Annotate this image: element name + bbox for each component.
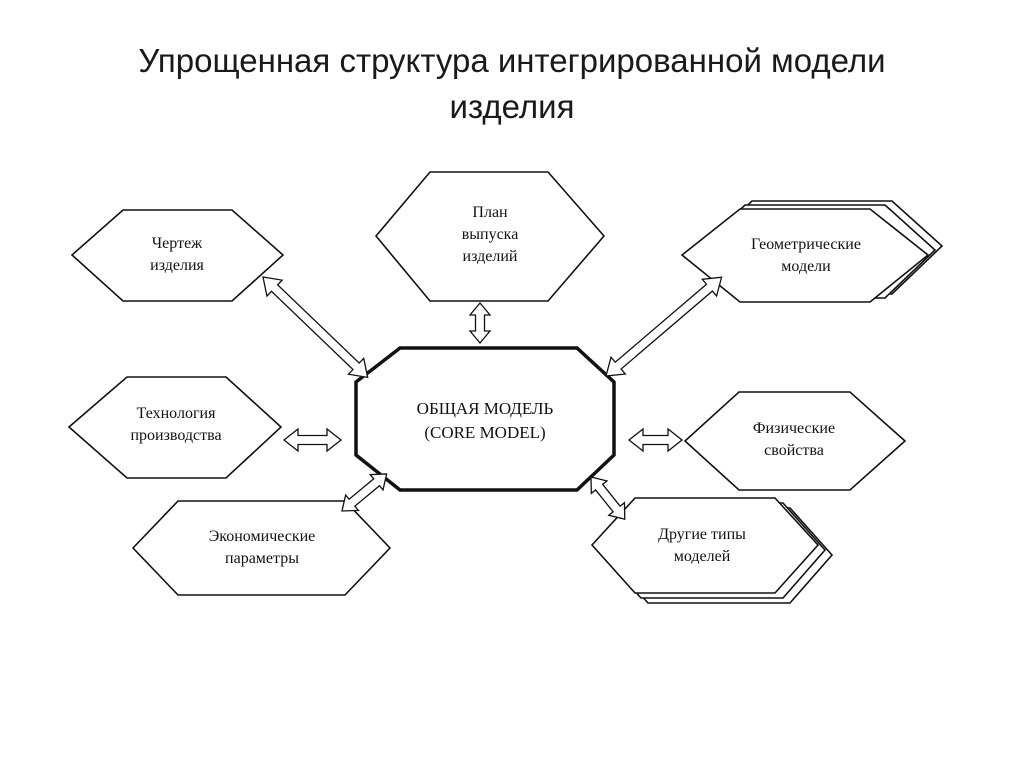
geometric-models-hexagon [680, 208, 930, 303]
arrow-economic-core [341, 473, 388, 512]
title-line-2: изделия [449, 88, 575, 125]
arrow-drawing-core [262, 276, 369, 379]
drawing-hexagon [70, 209, 285, 302]
other-node-label: Другие типы моделей [658, 524, 746, 568]
arrow-geometric-core [605, 276, 723, 377]
other-models-hexagon [590, 497, 820, 594]
other-label-line-2: моделей [673, 548, 731, 565]
drawing-node-label: Чертеж изделия [150, 233, 204, 277]
core-model-octagon [354, 346, 616, 492]
economic-hexagon [131, 500, 392, 596]
other-label-line-1: Другие типы [658, 526, 746, 543]
core-label-line-2: (CORE MODEL) [424, 423, 546, 442]
economic-node-label: Экономические параметры [209, 526, 316, 570]
plan-node-label: План выпуска изделий [462, 202, 519, 268]
plan-label-line-3: изделий [462, 248, 518, 265]
economic-label-line-1: Экономические [208, 528, 316, 545]
slide-title: Упрощенная структура интегрированной мод… [0, 38, 1024, 130]
arrow-other-core [590, 476, 626, 520]
drawing-label-line-1: Чертеж [151, 235, 203, 252]
physical-node-label: Физические свойства [753, 418, 835, 462]
core-label-line-1: ОБЩАЯ МОДЕЛЬ [416, 399, 554, 418]
drawing-label-line-2: изделия [150, 257, 204, 274]
arrow-technology-core [282, 427, 343, 453]
technology-hexagon [67, 376, 283, 479]
core-node-label: ОБЩАЯ МОДЕЛЬ (CORE MODEL) [417, 397, 554, 445]
plan-hexagon [374, 171, 606, 302]
geometric-node-label: Геометрические модели [751, 234, 861, 278]
technology-node-label: Технология производства [130, 403, 221, 447]
title-line-1: Упрощенная структура интегрированной мод… [138, 42, 886, 79]
plan-label-line-2: выпуска [461, 226, 519, 243]
physical-label-line-2: свойства [764, 442, 824, 459]
geometric-label-line-1: Геометрические [751, 236, 861, 253]
plan-label-line-1: План [472, 204, 508, 221]
physical-hexagon [683, 391, 907, 491]
economic-label-line-2: параметры [225, 550, 299, 567]
physical-label-line-1: Физические [752, 420, 836, 437]
technology-label-line-2: производства [130, 427, 222, 444]
arrow-plan-core [468, 301, 492, 345]
geometric-label-line-2: модели [781, 258, 831, 275]
arrow-physical-core [627, 427, 684, 453]
technology-label-line-1: Технология [136, 405, 216, 422]
